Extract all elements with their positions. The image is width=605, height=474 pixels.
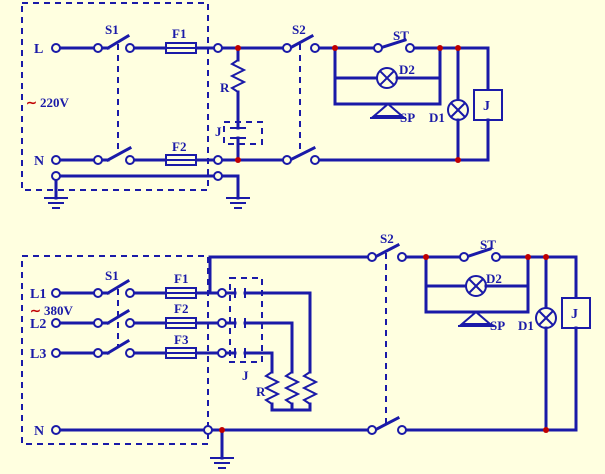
bottom-label-r: R — [256, 384, 266, 399]
top-s1-blade-N — [105, 145, 133, 163]
bottom-terminal-N: N — [34, 424, 44, 439]
bottom-s1-blade-L3 — [105, 338, 131, 356]
top-label-st: ST — [393, 28, 409, 43]
top-st-blade — [378, 38, 407, 50]
bottom-label-d2: D2 — [486, 271, 502, 286]
top-circuit: L N ∼ 220V S1 S2 F1 F2 R J ST D2 SP D1 J — [21, 2, 503, 209]
top-resistor — [229, 59, 247, 93]
bottom-resistor-2 — [283, 371, 301, 405]
top-label-s1: S1 — [105, 22, 119, 37]
bottom-label-st: ST — [480, 237, 496, 252]
top-label-sp: SP — [400, 110, 415, 125]
bottom-st-blade — [464, 247, 492, 259]
top-label-f1: F1 — [172, 26, 186, 41]
bottom-s2-blade-top — [372, 242, 401, 260]
bottom-terminal-L3: L3 — [30, 347, 46, 362]
top-label-coil-j: J — [483, 99, 490, 114]
bottom-label-s2: S2 — [380, 231, 394, 246]
bottom-label-sp: SP — [490, 318, 505, 333]
top-pressure-switch-sp — [371, 102, 405, 117]
bottom-label-d1: D1 — [518, 318, 534, 333]
bottom-enclosure-dashed — [21, 255, 209, 445]
top-label-s2: S2 — [292, 22, 306, 37]
top-tilde: ∼ — [26, 95, 37, 110]
top-label-relay-contact: J — [215, 124, 222, 139]
bottom-pressure-switch-sp — [459, 310, 493, 325]
bottom-label-s1: S1 — [105, 268, 119, 283]
bottom-resistor-1 — [301, 371, 319, 405]
top-enclosure-dashed — [21, 2, 209, 191]
bottom-voltage: 380V — [44, 303, 74, 318]
top-label-d2: D2 — [399, 62, 415, 77]
bottom-terminal-L1: L1 — [30, 287, 46, 302]
top-terminal-L: L — [34, 42, 43, 57]
bottom-resistor-3 — [263, 371, 281, 405]
top-relay-coil-j — [473, 89, 503, 121]
bottom-terminal-L2: L2 — [30, 317, 46, 332]
top-s1-blade-L — [105, 33, 131, 51]
top-s2-blade-L — [287, 33, 315, 51]
top-relay-contact-box — [223, 121, 263, 145]
top-label-d1: D1 — [429, 110, 445, 125]
bottom-label-f1: F1 — [174, 271, 188, 286]
bottom-label-f3: F3 — [174, 332, 189, 347]
bottom-label-f2: F2 — [174, 301, 188, 316]
top-label-r: R — [220, 80, 230, 95]
bottom-label-coil-j: J — [571, 307, 578, 322]
bottom-circuit: L1 L2 L3 N ∼ 380V S1 S2 F1 F2 F3 J R ST … — [21, 231, 591, 469]
bottom-label-relay-contact: J — [242, 368, 249, 383]
bottom-tilde: ∼ — [30, 303, 41, 318]
top-label-f2: F2 — [172, 139, 186, 154]
top-voltage: 220V — [40, 95, 70, 110]
bottom-relay-contact-box — [229, 277, 263, 363]
top-terminal-N: N — [34, 154, 44, 169]
bottom-s1-blade-L1 — [105, 278, 131, 296]
top-s2-blade-N — [287, 145, 317, 163]
